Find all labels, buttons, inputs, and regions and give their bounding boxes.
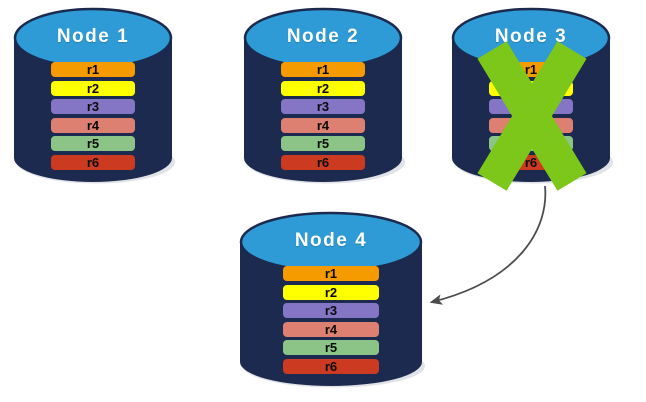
node-row[interactable]: r2 [281,80,365,96]
node-row[interactable]: r2 [489,80,573,96]
node-row[interactable]: r1 [51,62,135,77]
node-row[interactable]: r4 [489,117,573,133]
node-row[interactable]: r5 [489,136,573,152]
node-row[interactable]: r3 [489,99,573,115]
cylinder-top-ellipse [451,7,611,69]
node-row[interactable]: r5 [283,340,379,356]
node-row[interactable]: r4 [283,321,379,337]
node-row[interactable]: r1 [283,266,379,281]
node-row[interactable]: r6 [283,359,379,374]
node-row[interactable]: r3 [283,303,379,319]
cylinder-top-ellipse [13,7,173,69]
node-row[interactable]: r5 [51,136,135,152]
failover-arrow-path [429,185,547,305]
node-row[interactable]: r2 [51,80,135,96]
node-row[interactable]: r4 [281,117,365,133]
node-row[interactable]: r1 [281,62,365,77]
node-row[interactable]: r4 [51,117,135,133]
node-row[interactable]: r6 [51,155,135,170]
node-row[interactable]: r1 [489,62,573,77]
node-row[interactable]: r5 [281,136,365,152]
node-row[interactable]: r3 [51,99,135,115]
node-row[interactable]: r3 [281,99,365,115]
cylinder-top-ellipse [239,211,423,273]
node-row[interactable]: r6 [489,155,573,170]
cylinder-top-ellipse [243,7,403,69]
node-row[interactable]: r6 [281,155,365,170]
node-row[interactable]: r2 [283,284,379,300]
